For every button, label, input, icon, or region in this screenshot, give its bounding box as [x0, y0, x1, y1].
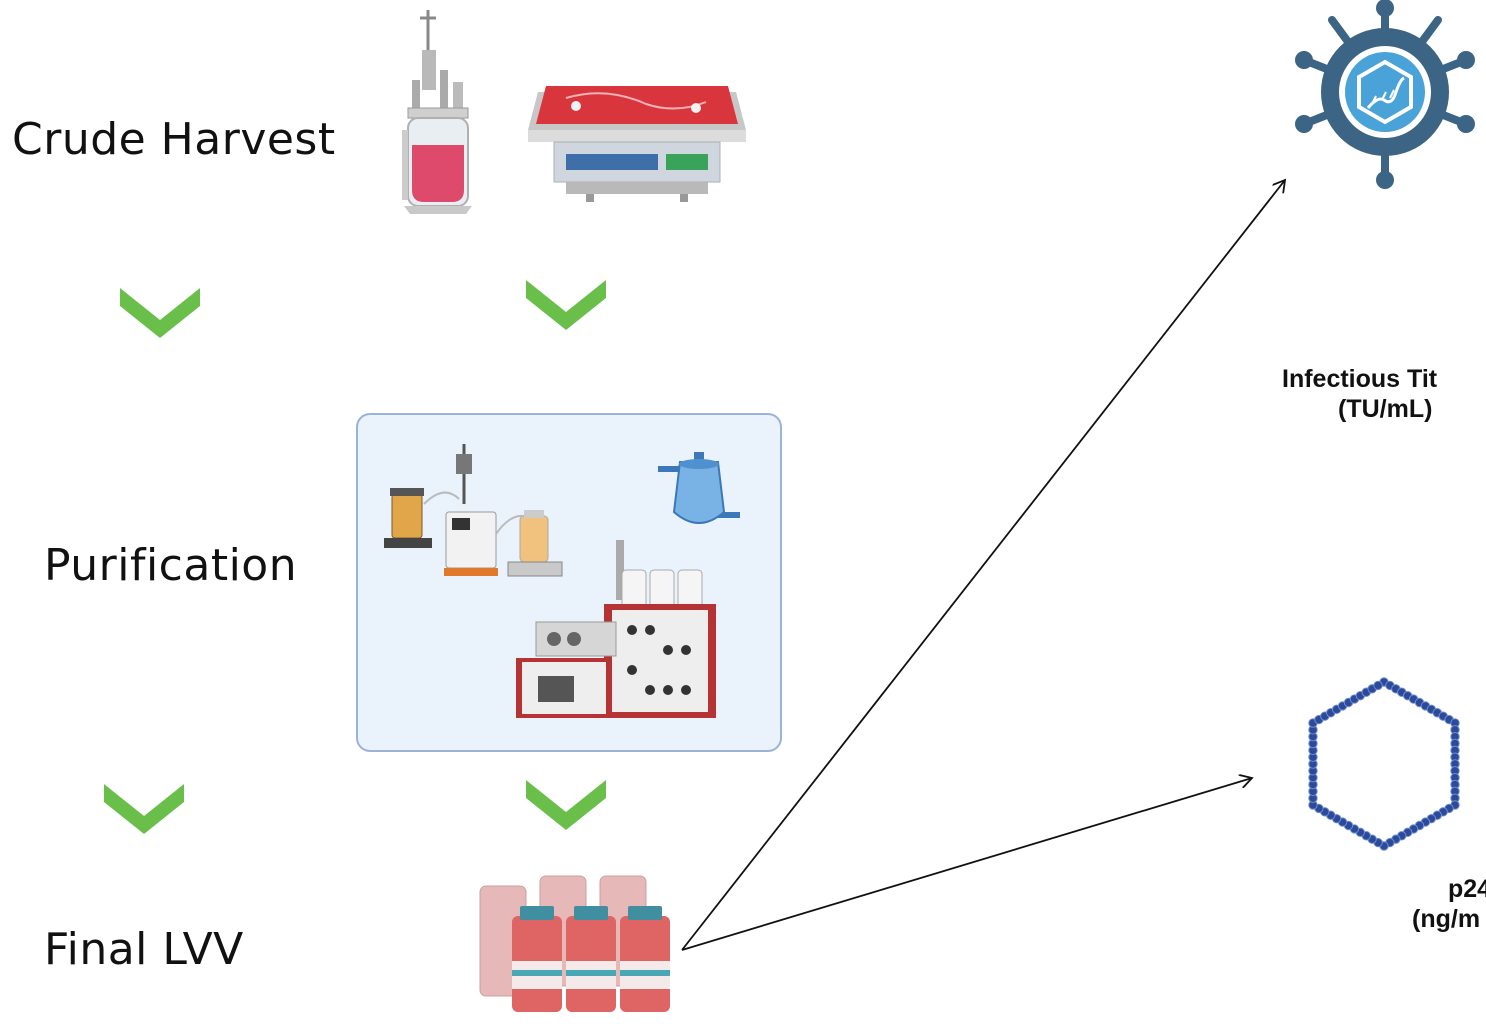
stage-label-crude-harvest: Crude Harvest	[12, 114, 336, 165]
rocking-bioreactor-icon	[528, 86, 746, 202]
p24-label: p24 (ng/m	[1412, 874, 1486, 934]
stage-label-purification: Purification	[44, 540, 298, 591]
filter-capsule-icon	[658, 452, 740, 524]
p24-unit: (ng/m	[1412, 905, 1481, 933]
capsid-icon	[1308, 677, 1460, 851]
arrow-to-p24	[681, 778, 1252, 951]
infectious-titer-label: Infectious Tit (TU/mL)	[1282, 364, 1486, 424]
chevron-down-icon	[526, 280, 606, 330]
tff-system-icon	[384, 444, 563, 577]
arrow-to-infectious-titer	[681, 180, 1285, 951]
chromatography-system-icon	[516, 540, 716, 718]
p24-name: p24	[1448, 875, 1486, 903]
capsid-bead	[1373, 680, 1383, 691]
infectious-titer-unit: (TU/mL)	[1338, 395, 1433, 423]
infectious-titer-name: Infectious Tit	[1282, 365, 1438, 393]
chevron-down-icon	[526, 780, 606, 830]
chevron-down-icon	[104, 784, 184, 834]
stage-label-final-lvv: Final LVV	[44, 924, 244, 975]
vials-icon	[479, 875, 670, 1012]
chevron-down-icon	[120, 288, 200, 338]
virus-icon	[1295, 0, 1475, 189]
bioreactor-icon	[402, 10, 472, 214]
